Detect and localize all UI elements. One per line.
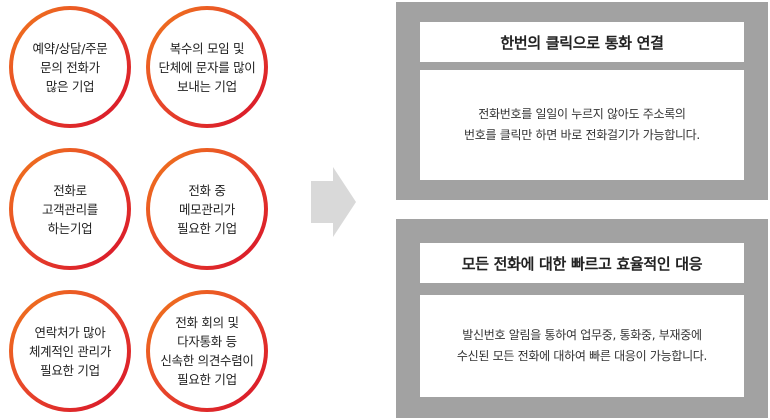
feature-panel-one-click: 한번의 클릭으로 통화 연결 전화번호를 일일이 누르지 않아도 주소록의 번호… — [396, 2, 768, 200]
panel-body: 발신번호 알림을 통하여 업무중, 통화중, 부재중에 수신된 모든 전화에 대… — [420, 295, 744, 397]
arrow-right-icon — [311, 167, 356, 237]
panel-title: 모든 전화에 대한 빠르고 효율적인 대응 — [420, 243, 744, 283]
feature-circle-memo: 전화 중 메모관리가 필요한 기업 — [146, 148, 268, 270]
panel-body: 전화번호를 일일이 누르지 않아도 주소록의 번호를 클릭만 하면 바로 전화걸… — [420, 70, 744, 180]
circle-label: 전화 중 메모관리가 필요한 기업 — [177, 182, 237, 236]
feature-circle-reservation: 예약/상담/주문 문의 전화가 많은 기업 — [9, 6, 131, 128]
circle-label: 예약/상담/주문 문의 전화가 많은 기업 — [32, 40, 108, 94]
circle-label: 전화로 고객관리를 하는기업 — [41, 182, 98, 236]
panel-title: 한번의 클릭으로 통화 연결 — [420, 22, 744, 62]
feature-circle-contacts: 연락처가 많아 체계적인 관리가 필요한 기업 — [9, 290, 131, 412]
panel-description: 전화번호를 일일이 누르지 않아도 주소록의 번호를 클릭만 하면 바로 전화걸… — [464, 107, 700, 142]
circle-label: 복수의 모임 및 단체에 문자를 많이 보내는 기업 — [158, 40, 256, 94]
panel-description: 발신번호 알림을 통하여 업무중, 통화중, 부재중에 수신된 모든 전화에 대… — [456, 328, 708, 363]
circle-label: 전화 회의 및 다자통화 등 신속한 의견수렴이 필요한 기업 — [160, 315, 254, 387]
feature-circle-group-sms: 복수의 모임 및 단체에 문자를 많이 보내는 기업 — [146, 6, 268, 128]
circle-label: 연락처가 많아 체계적인 관리가 필요한 기업 — [28, 324, 112, 378]
feature-panel-fast-response: 모든 전화에 대한 빠르고 효율적인 대응 발신번호 알림을 통하여 업무중, … — [396, 219, 768, 418]
feature-circle-conference: 전화 회의 및 다자통화 등 신속한 의견수렴이 필요한 기업 — [146, 290, 268, 412]
feature-circle-customer-care: 전화로 고객관리를 하는기업 — [9, 148, 131, 270]
